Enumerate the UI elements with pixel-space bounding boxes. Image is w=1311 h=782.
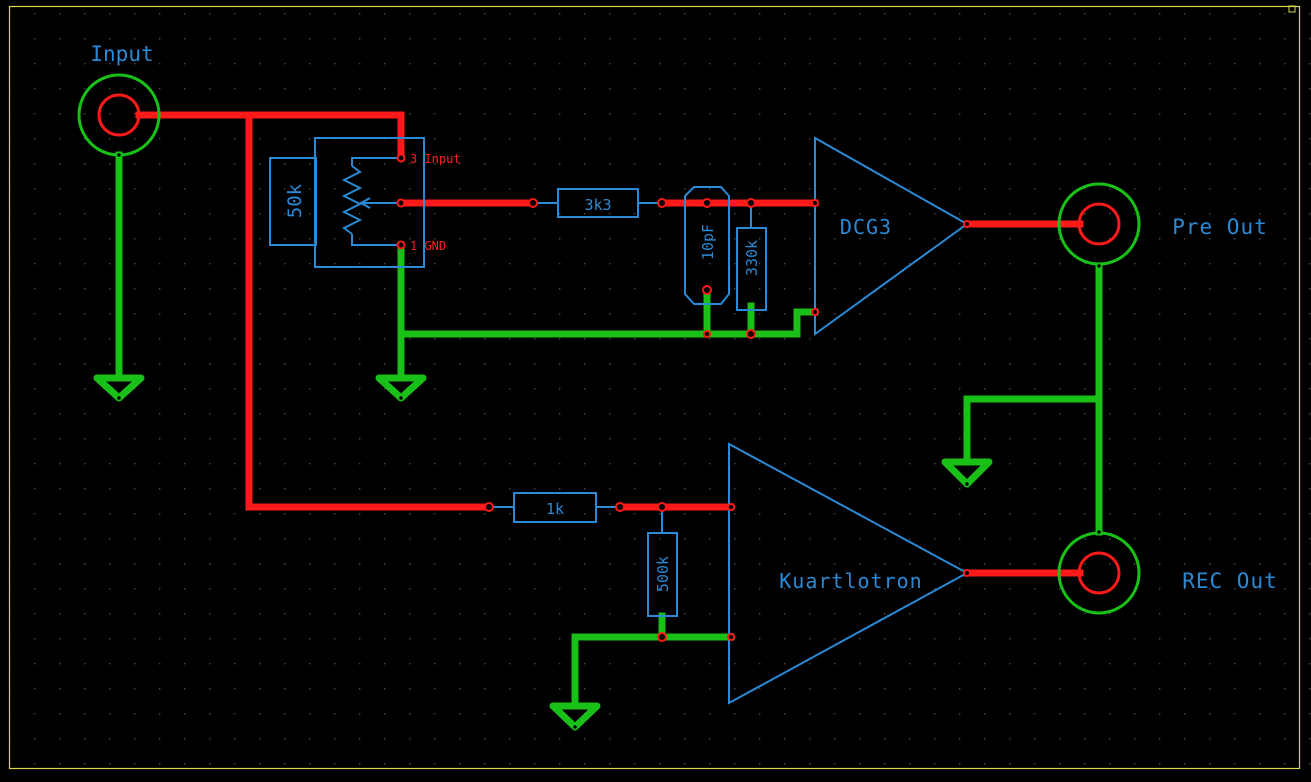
connector-pad: [1077, 551, 1121, 595]
pad: [703, 330, 711, 338]
pad: [963, 569, 971, 577]
ground-symbols: [93, 374, 993, 731]
resistor-3k3-label: 3k3: [584, 196, 611, 214]
capacitor-10pf-label: 10pF: [699, 224, 717, 260]
ground-symbol: [375, 374, 427, 402]
pad: [746, 329, 756, 339]
pad: [746, 198, 756, 208]
pad: [727, 633, 735, 641]
ground-symbol: [941, 458, 993, 488]
via: [115, 151, 123, 159]
ground-vias: [115, 151, 1103, 731]
pad: [702, 198, 712, 208]
pad: [528, 198, 538, 208]
pad: [657, 632, 667, 642]
pot-pin3-label: 3 Input: [410, 152, 461, 166]
via: [963, 480, 971, 488]
amplifier-dcg3-symbol[interactable]: [814, 136, 969, 336]
pot-value-label: 50k: [284, 183, 306, 218]
frame-corner-mark: [1288, 5, 1296, 13]
pads: [396, 153, 971, 642]
pad: [396, 240, 406, 250]
amplifier-kuartlotron-label: Kuartlotron: [779, 569, 922, 593]
ground-symbol: [549, 702, 601, 731]
pot-lead-bottom: [351, 234, 401, 246]
via: [115, 394, 123, 402]
pad: [484, 502, 494, 512]
pot-wiper-arrow: [358, 197, 371, 209]
amplifier-kuartlotron-symbol[interactable]: [728, 442, 970, 705]
amplifier-dcg3-label: DCG3: [840, 215, 892, 239]
via: [1095, 528, 1103, 536]
pad: [657, 502, 667, 512]
right-ground-trace: [963, 395, 1103, 466]
pad: [396, 198, 406, 208]
via: [1095, 262, 1103, 270]
pad: [963, 220, 971, 228]
resistor-330k-body: [736, 227, 767, 311]
pad: [615, 502, 625, 512]
resistor-330k-label: 330k: [743, 240, 761, 276]
potentiometer[interactable]: [269, 137, 425, 268]
bottom-ground-bus: [571, 633, 735, 710]
pre-out-label: Pre Out: [1172, 215, 1268, 239]
pot-pin1-label: 1 GND: [410, 239, 446, 253]
connector-pad: [97, 93, 141, 137]
connector-pad: [1077, 202, 1121, 246]
pot-resistor-zigzag: [341, 165, 363, 235]
resistor-500k-label: 500k: [654, 556, 672, 592]
pad: [396, 153, 406, 163]
input-to-bottom-trace: [245, 111, 493, 511]
via: [571, 723, 579, 731]
pot-lead-top: [351, 157, 401, 166]
resistor-1k-label: 1k: [546, 500, 564, 518]
ground-symbol: [93, 374, 145, 402]
pot-value-box: [269, 157, 317, 246]
top-ground-bus: [397, 308, 819, 338]
rec-out-label: REC Out: [1182, 569, 1278, 593]
signal-traces: [135, 111, 1084, 577]
input-label: Input: [90, 42, 153, 66]
board-frame: [8, 5, 1301, 770]
via: [397, 394, 405, 402]
resistor-500k-body: [647, 532, 678, 617]
pad: [811, 308, 819, 316]
pad: [811, 199, 819, 207]
pad: [657, 198, 667, 208]
capacitor-10pf-body: [684, 186, 730, 305]
pad: [727, 503, 735, 511]
input-to-pot-trace: [135, 111, 405, 162]
pad: [702, 285, 712, 295]
